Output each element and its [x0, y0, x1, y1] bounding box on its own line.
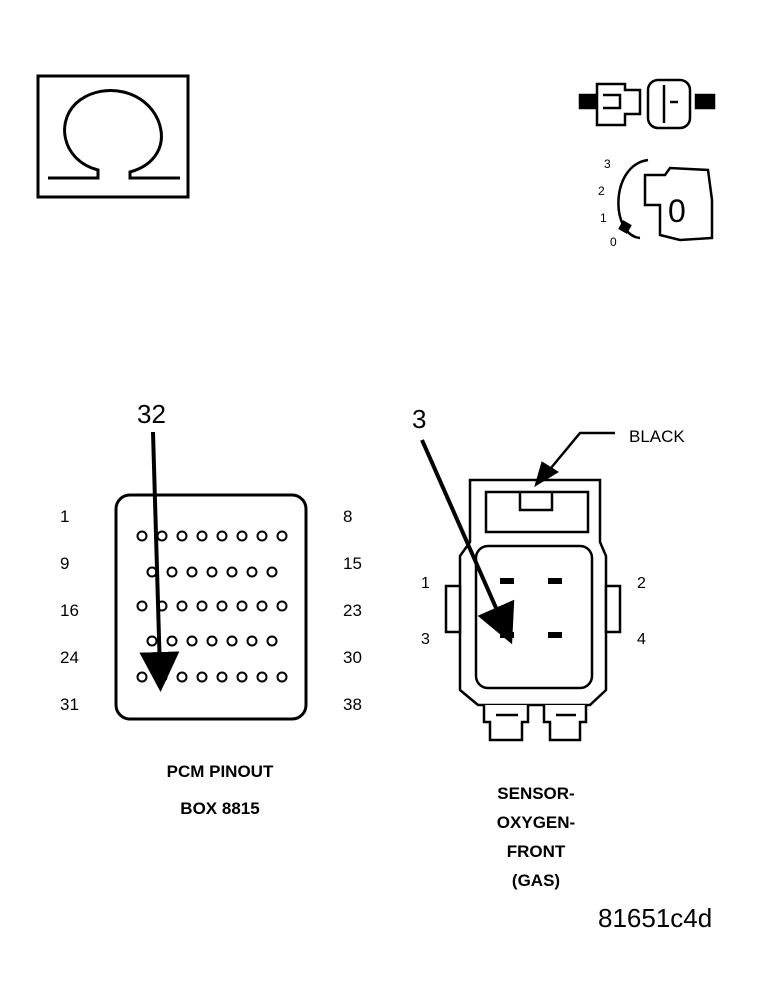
- pcm-pin: [216, 530, 228, 542]
- pcm-pin: [176, 671, 188, 683]
- key-position-label: 0: [668, 193, 686, 229]
- sensor-pin-label-3: 3: [421, 631, 430, 648]
- pcm-pin: [256, 600, 268, 612]
- pcm-title-line1: PCM PINOUT: [166, 762, 274, 781]
- pcm-row-label-right: 30: [343, 648, 362, 667]
- pcm-row-label-right: 38: [343, 695, 362, 714]
- figure-id: 81651c4d: [598, 903, 713, 933]
- pcm-pin: [196, 530, 208, 542]
- pcm-pin: [246, 566, 258, 578]
- pcm-title-line2: BOX 8815: [180, 799, 260, 818]
- sensor-title-line: SENSOR-: [497, 784, 575, 803]
- pcm-row-label-left: 16: [60, 601, 79, 620]
- sensor-pin-label-1: 1: [421, 575, 430, 592]
- pcm-pin: [276, 600, 288, 612]
- sensor-title-line: FRONT: [506, 842, 566, 861]
- pcm-row-label-right: 23: [343, 601, 362, 620]
- sensor-callout-pin: 3: [412, 404, 427, 434]
- pcm-row-label-left: 24: [60, 648, 79, 667]
- pcm-callout-arrow: [139, 431, 180, 692]
- pcm-pin: [266, 635, 278, 647]
- pcm-row-label-left: 9: [60, 554, 70, 573]
- pcm-pin: [226, 635, 238, 647]
- pcm-pin: [206, 635, 218, 647]
- black-leader-arrow: [545, 431, 615, 475]
- connector-color-label: BLACK: [629, 427, 685, 446]
- pcm-pin: [256, 671, 268, 683]
- pcm-pin: [186, 635, 198, 647]
- pcm-row-label-left: 1: [60, 507, 70, 526]
- pcm-pin: [136, 530, 148, 542]
- pcm-row-label-right: 15: [343, 554, 362, 573]
- omega-icon: [48, 88, 180, 180]
- pcm-pin: [136, 671, 148, 683]
- pcm-pin: [196, 600, 208, 612]
- pcm-row-label-left: 31: [60, 695, 79, 714]
- sensor-pin-label-4: 4: [637, 631, 646, 648]
- pcm-pin-grid: [136, 530, 288, 683]
- pcm-pin: [146, 635, 158, 647]
- ignition-key-icon: [617, 158, 714, 242]
- pcm-pin: [176, 600, 188, 612]
- pcm-row-label-right: 8: [343, 507, 353, 526]
- pcm-pin: [256, 530, 268, 542]
- pcm-pin: [226, 566, 238, 578]
- connector-disconnect-icon: [578, 78, 716, 130]
- pcm-pin: [176, 530, 188, 542]
- ignition-pos-3: 3: [604, 157, 611, 171]
- pcm-pin: [156, 530, 168, 542]
- pcm-connector: [114, 431, 308, 721]
- pcm-pin: [166, 635, 178, 647]
- oxygen-sensor-connector: [444, 478, 622, 742]
- pcm-pin: [236, 671, 248, 683]
- pcm-pin: [236, 530, 248, 542]
- pcm-pin: [136, 600, 148, 612]
- pcm-pin: [216, 671, 228, 683]
- pcm-callout-pin: 32: [137, 399, 166, 429]
- pcm-pin: [266, 566, 278, 578]
- ignition-pos-1: 1: [600, 211, 607, 225]
- sensor-pin-label-2: 2: [637, 575, 646, 592]
- sensor-title-line: (GAS): [511, 871, 561, 890]
- pcm-pin: [196, 671, 208, 683]
- pcm-pin: [246, 635, 258, 647]
- pcm-pin: [156, 671, 168, 683]
- sensor-title-line: OXYGEN-: [496, 813, 576, 832]
- pcm-pin: [236, 600, 248, 612]
- ohmmeter-symbol: [36, 74, 190, 199]
- pcm-pin: [206, 566, 218, 578]
- ignition-pos-2: 2: [598, 184, 605, 198]
- sensor-callout-arrow: [420, 439, 515, 645]
- pcm-pin: [166, 566, 178, 578]
- pcm-pin: [276, 671, 288, 683]
- pcm-pin: [216, 600, 228, 612]
- pcm-pin: [186, 566, 198, 578]
- pcm-pin: [276, 530, 288, 542]
- ignition-pos-0: 0: [610, 235, 617, 249]
